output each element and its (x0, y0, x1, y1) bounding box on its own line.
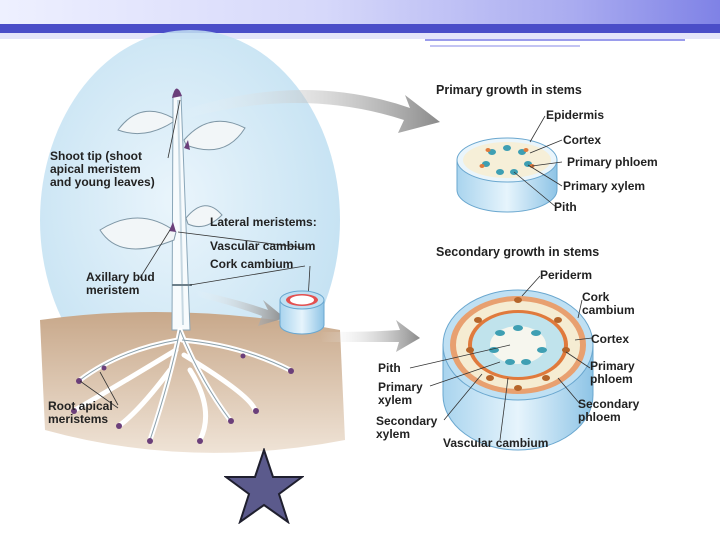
header-band-light (0, 0, 720, 24)
title-primary-growth: Primary growth in stems (436, 83, 582, 97)
label-cortex: Cortex (563, 133, 602, 147)
label-cortex-2: Cortex (591, 332, 630, 346)
leaf (99, 217, 177, 250)
axillary-bud (184, 140, 190, 150)
label-vascular-cambium: Vascular cambium (210, 239, 316, 253)
label-pith-2: Pith (378, 361, 401, 375)
label-epidermis: Epidermis (546, 108, 605, 122)
arrow-to-primary (178, 89, 440, 133)
label-pith: Pith (554, 200, 577, 214)
label-root-apical: Root apical meristems (48, 399, 113, 426)
header-accent-line-2 (430, 45, 580, 47)
label-primary-xylem: Primary xylem (563, 179, 646, 193)
secondary-stem-section (442, 289, 594, 451)
label-shoot-tip: Shoot tip (shoot apical meristem and you… (50, 149, 155, 189)
label-axillary-bud: Axillary bud meristem (86, 270, 155, 297)
label-primary-phloem: Primary phloem (567, 155, 658, 169)
header-accent-line (425, 39, 685, 41)
arrow-to-secondary (320, 320, 420, 352)
label-periderm: Periderm (540, 268, 593, 282)
arrow-to-cork (195, 290, 285, 326)
primary-stem-section (456, 137, 558, 213)
leaf (117, 110, 174, 135)
label-vascular-cambium-2: Vascular cambium (443, 436, 549, 450)
leaf (183, 120, 246, 151)
shoot-tip (172, 88, 182, 98)
axillary-bud (169, 222, 176, 232)
star-icon[interactable] (224, 448, 304, 524)
header-band-dark (0, 24, 720, 33)
label-cork-cambium-2: Cork cambium (582, 290, 635, 317)
header-band-fade (0, 33, 720, 39)
soil (40, 312, 345, 453)
label-primary-xylem-2: Primary xylem (378, 380, 423, 407)
leaf (185, 205, 223, 227)
cork-cambium-cylinder (279, 290, 325, 335)
label-secondary-phloem: Secondary phloem (578, 397, 640, 424)
label-cork-cambium: Cork cambium (210, 257, 294, 271)
label-lateral-meristems: Lateral meristems: (210, 215, 317, 229)
root-tips (71, 353, 294, 444)
label-secondary-xylem: Secondary xylem (376, 414, 438, 441)
title-secondary-growth: Secondary growth in stems (436, 245, 600, 259)
label-primary-phloem-2: Primary phloem (590, 359, 635, 386)
